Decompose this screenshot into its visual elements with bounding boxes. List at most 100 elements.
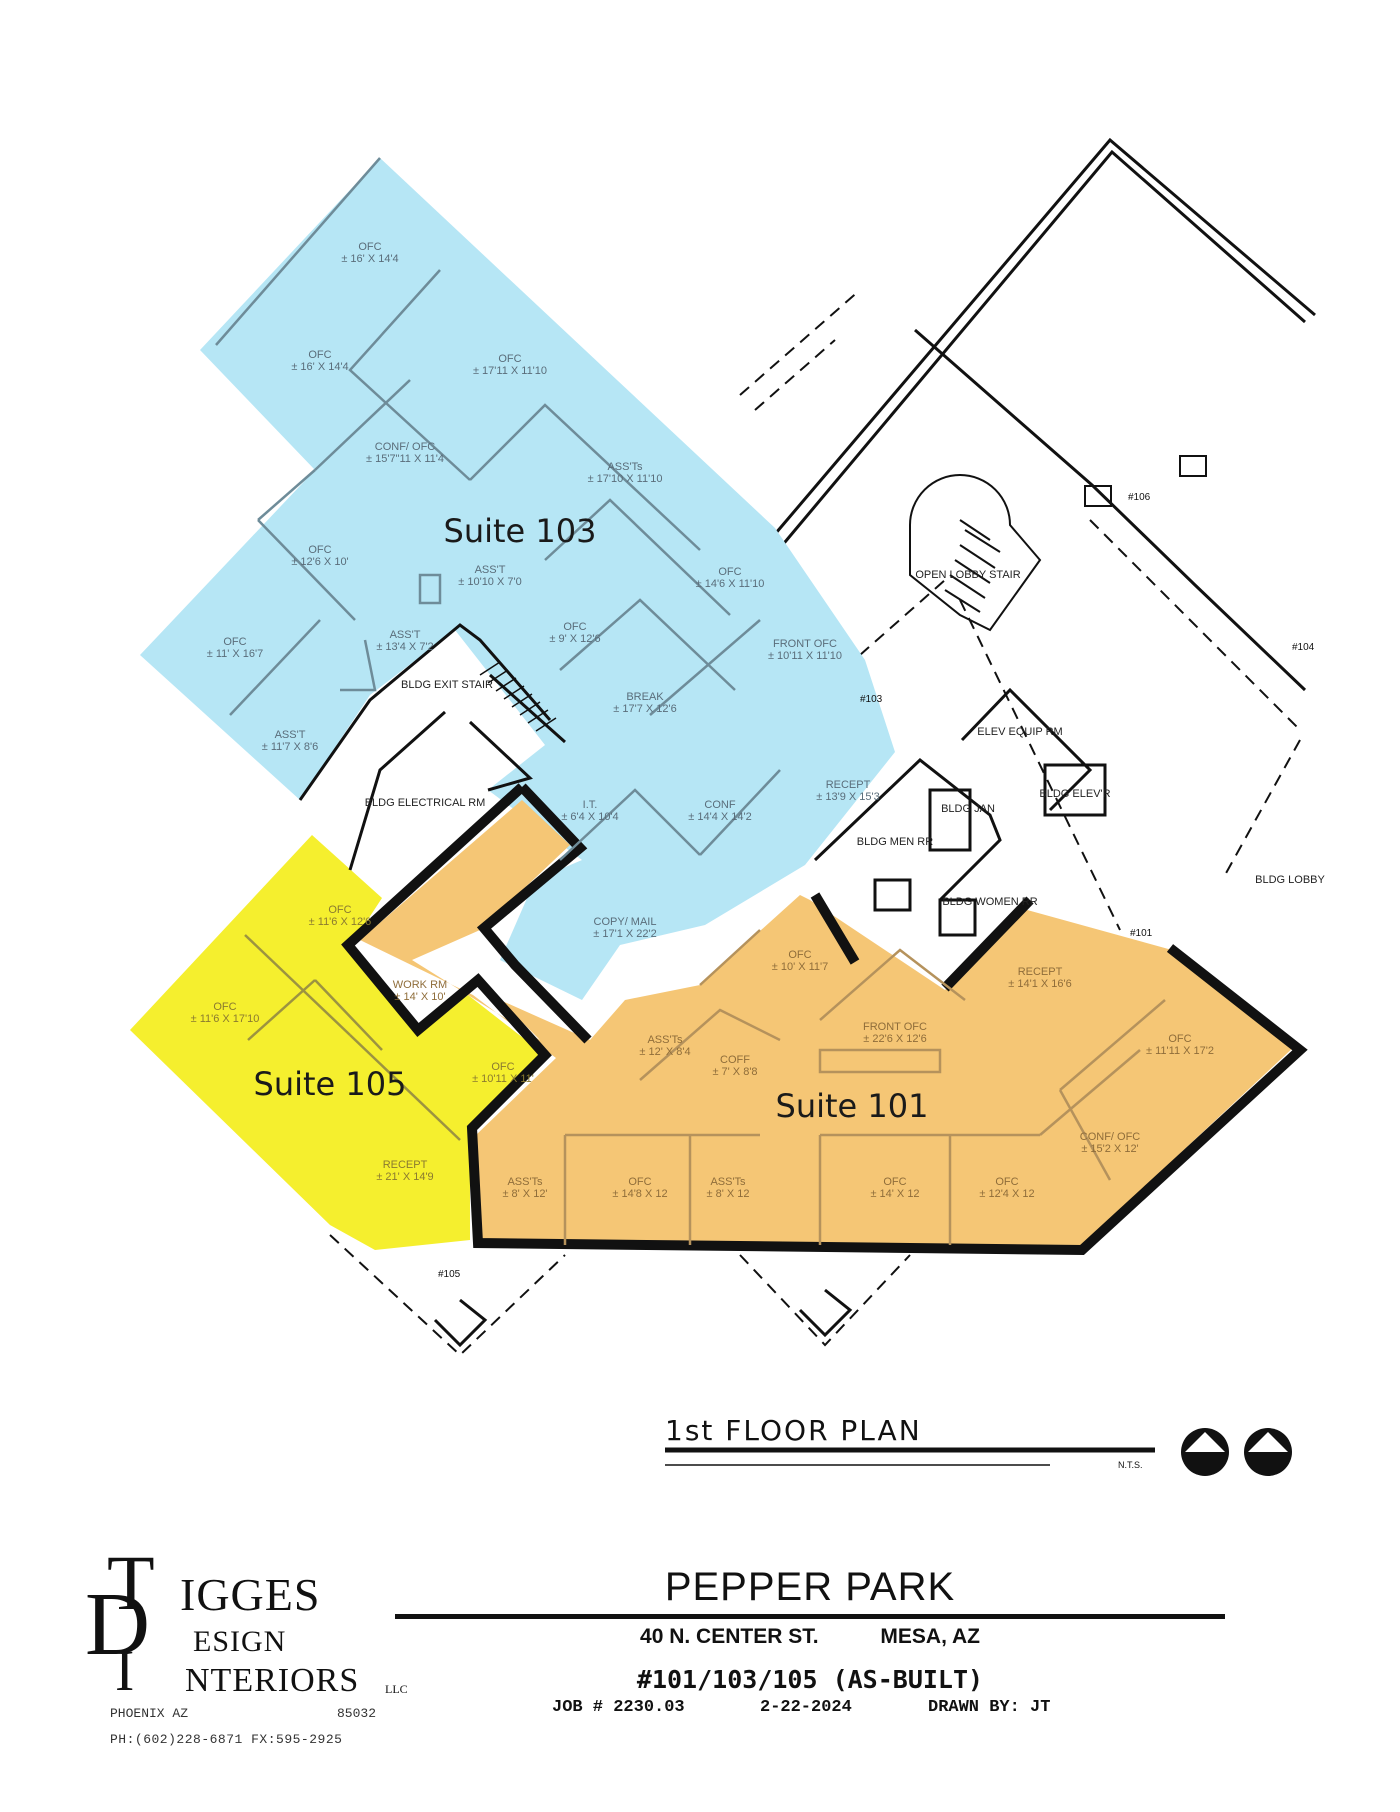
- suite-103-area: [140, 158, 895, 1000]
- rooms-103-name-1: OFC: [308, 349, 331, 361]
- rooms-101-name-5: COFF: [720, 1054, 750, 1066]
- scale-note: N.T.S.: [1118, 1460, 1143, 1470]
- rooms-103-size-11: ± 10'11 X 11'10: [768, 650, 842, 662]
- suite-103-interior-walls: [215, 157, 781, 861]
- suite-105-area: [130, 835, 545, 1250]
- project-info: PEPPER PARK 40 N. CENTER ST. MESA, AZ #1…: [395, 1565, 1225, 1694]
- rooms-103-name-14: I.T.: [583, 799, 598, 811]
- rooms-103-size-14: ± 6'4 X 10'4: [561, 811, 618, 823]
- rooms-101-size-4: ± 12' X 8'4: [639, 1046, 690, 1058]
- rooms-101-size-10: ± 8' X 12: [707, 1188, 750, 1200]
- entry-canopies: [329, 1234, 911, 1357]
- janitor-label: BLDG JAN: [941, 803, 995, 815]
- suite-103-label: Suite 103: [444, 512, 597, 550]
- rooms-103-name-15: CONF: [704, 799, 735, 811]
- rooms-103-size-15: ± 14'4 X 14'2: [688, 811, 751, 823]
- rooms-103-name-10: OFC: [563, 621, 586, 633]
- lobby-label: BLDG LOBBY: [1255, 874, 1325, 886]
- rooms-103-size-17: ± 17'1 X 22'2: [593, 928, 656, 940]
- rooms-101-size-8: ± 8' X 12': [502, 1188, 547, 1200]
- rooms-101-name-1: OFC: [788, 949, 811, 961]
- rooms-103-name-12: ASS'T: [275, 729, 306, 741]
- company-logo: T D I IGGES ESIGN NTERIORS LLC PHOENIX A…: [85, 1544, 415, 1780]
- rooms-101-size-12: ± 12'4 X 12: [979, 1188, 1034, 1200]
- womens-restroom-label: BLDG WOMEN RR: [942, 896, 1037, 908]
- suite-101-walls: [341, 783, 1308, 1256]
- project-street: 40 N. CENTER ST.: [640, 1625, 819, 1648]
- company-city: PHOENIX AZ: [110, 1706, 189, 1721]
- rooms-103-size-10: ± 9' X 12'6: [549, 633, 600, 645]
- rooms-105-name-1: OFC: [213, 1001, 236, 1013]
- rooms-101-name-11: OFC: [883, 1176, 906, 1188]
- company-zip: 85032: [337, 1706, 377, 1721]
- rooms-101-size-5: ± 7' X 8'8: [712, 1066, 757, 1078]
- rooms-103-name-13: BREAK: [626, 691, 664, 703]
- rooms-105-name-0: OFC: [328, 904, 351, 916]
- rooms-105-name-2: OFC: [491, 1061, 514, 1073]
- rooms-101-name-4: ASS'Ts: [647, 1034, 683, 1046]
- rooms-105-name-3: RECEPT: [383, 1159, 428, 1171]
- building-outline: [739, 137, 1316, 931]
- rooms-103-size-7: ± 14'6 X 11'10: [696, 578, 765, 590]
- drawing-date: 2-22-2024: [760, 1698, 852, 1717]
- mens-restroom-label: BLDG MEN RR: [857, 836, 933, 848]
- rooms-103-size-2: ± 17'11 X 11'10: [473, 365, 547, 377]
- rooms-101-size-1: ± 10' X 11'7: [772, 961, 829, 973]
- rooms-101-size-11: ± 14' X 12: [870, 1188, 919, 1200]
- rooms-103-size-4: ± 17'10 X 11'10: [588, 473, 663, 485]
- rooms-103-size-3: ± 15'7"11 X 11'4: [366, 453, 444, 465]
- rooms-101-name-2: RECEPT: [1018, 966, 1063, 978]
- rooms-101-name-12: OFC: [995, 1176, 1018, 1188]
- rooms-103-size-8: ± 11' X 16'7: [207, 648, 264, 660]
- logo-llc: LLC: [385, 1682, 408, 1696]
- rooms-103-name-9: ASS'T: [390, 629, 421, 641]
- rooms-101-name-0: WORK RM: [393, 979, 447, 991]
- exit-stair-label: BLDG EXIT STAIR: [401, 679, 493, 691]
- rooms-101-size-7: ± 15'2 X 12': [1081, 1143, 1138, 1155]
- rooms-105-size-2: ± 10'11 X 11': [472, 1073, 534, 1085]
- rooms-101-name-8: ASS'Ts: [507, 1176, 543, 1188]
- rooms-101-name-9: OFC: [628, 1176, 651, 1188]
- suite-101-label: Suite 101: [776, 1087, 929, 1125]
- rooms-103-size-12: ± 11'7 X 8'6: [262, 741, 319, 753]
- job-number: JOB # 2230.03: [552, 1698, 685, 1717]
- elevator-label: BLDG ELEV'R: [1039, 788, 1110, 800]
- rooms-103-name-11: FRONT OFC: [773, 638, 837, 650]
- rooms-103-name-6: ASS'T: [475, 564, 506, 576]
- logo-letter-d: D: [85, 1575, 150, 1674]
- lobby-stair-label: OPEN LOBBY STAIR: [915, 569, 1020, 581]
- unit-tag-103: #103: [860, 694, 883, 705]
- unit-tag-104: #104: [1292, 642, 1315, 653]
- rooms-103-size-13: ± 17'7 X 12'6: [613, 703, 676, 715]
- north-arrow-icon: [1181, 1428, 1292, 1476]
- project-name: PEPPER PARK: [664, 1565, 956, 1609]
- suite-105-interior-walls: [244, 934, 461, 1141]
- rooms-103-size-5: ± 12'6 X 10': [291, 556, 348, 568]
- rooms-105-size-3: ± 21' X 14'9: [376, 1171, 433, 1183]
- rooms-103-name-16: RECEPT: [826, 779, 871, 791]
- logo-word-3: NTERIORS: [185, 1662, 360, 1699]
- logo-letter-i: I: [115, 1638, 135, 1703]
- project-rule: [395, 1614, 1225, 1619]
- rooms-101-size-6: ± 11'11 X 17'2: [1146, 1045, 1214, 1057]
- elevator-core: [960, 687, 1107, 817]
- rooms-103-size-0: ± 16' X 14'4: [341, 253, 398, 265]
- rooms-103-name-5: OFC: [308, 544, 331, 556]
- rooms-103-name-4: ASS'Ts: [607, 461, 643, 473]
- rooms-103-name-3: CONF/ OFC: [375, 441, 436, 453]
- unit-tag-106: #106: [1128, 492, 1151, 503]
- rooms-105-size-0: ± 11'6 X 12'6: [309, 916, 372, 928]
- rooms-101-name-3: FRONT OFC: [863, 1021, 927, 1033]
- project-units: #101/103/105 (AS-BUILT): [636, 1665, 984, 1694]
- title-block: T D I IGGES ESIGN NTERIORS LLC PHOENIX A…: [0, 1530, 1400, 1812]
- rooms-101-name-7: CONF/ OFC: [1080, 1131, 1141, 1143]
- rooms-103-name-2: OFC: [498, 353, 521, 365]
- electrical-room-label: BLDG ELECTRICAL RM: [365, 797, 486, 809]
- rooms-103-name-7: OFC: [718, 566, 741, 578]
- rooms-103-size-16: ± 13'9 X 15'3: [816, 791, 879, 803]
- rooms-103-size-9: ± 13'4 X 7'2: [376, 641, 433, 653]
